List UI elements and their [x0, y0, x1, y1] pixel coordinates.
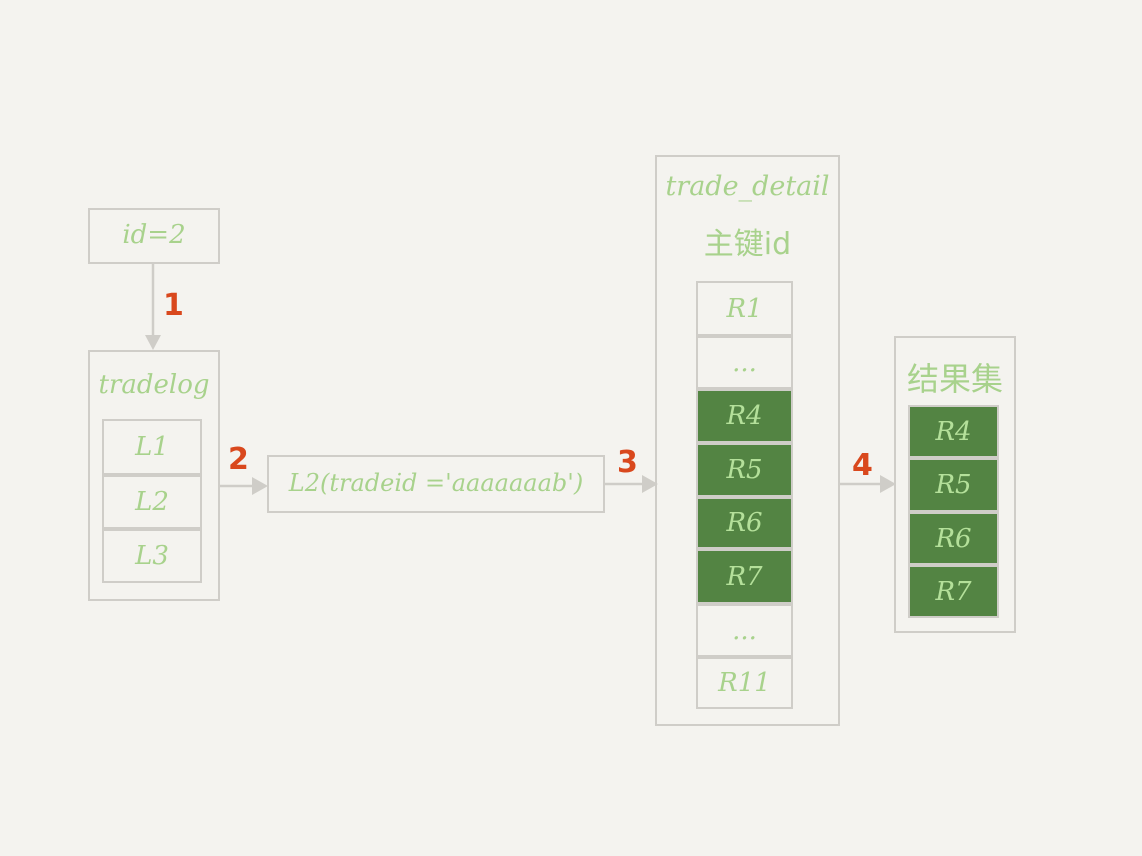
trade-detail-row: ...	[696, 336, 793, 389]
trade-detail-row: R11	[696, 657, 793, 709]
trade-detail-row-highlighted: R6	[696, 497, 793, 549]
id-box: id=2	[88, 208, 220, 264]
condition-box: L2(tradeid ='aaaaaaab')	[267, 455, 605, 513]
trade-detail-title: trade_detail	[665, 171, 830, 202]
step-number-4: 4	[852, 448, 873, 483]
arrow-2-head	[252, 477, 268, 495]
trade-detail-row-highlighted: R7	[696, 549, 793, 604]
tradelog-row: L3	[102, 529, 202, 583]
step-number-2: 2	[228, 442, 249, 477]
result-title: 结果集	[906, 360, 1003, 398]
step-number-3: 3	[617, 445, 638, 480]
id-box-label: id=2	[122, 220, 186, 250]
trade-detail-row-highlighted: R5	[696, 443, 793, 497]
result-row: R4	[908, 405, 999, 458]
result-box: 结果集	[894, 336, 1016, 633]
trade-detail-row: ...	[696, 604, 793, 657]
arrow-1-head	[145, 335, 161, 350]
step-number-1: 1	[163, 288, 184, 323]
result-row: R6	[908, 512, 999, 565]
trade-detail-row: R1	[696, 281, 793, 336]
trade-detail-box: trade_detail 主键id	[655, 155, 840, 726]
tradelog-row: L2	[102, 475, 202, 529]
arrow-3-head	[642, 475, 658, 493]
result-row: R7	[908, 565, 999, 618]
result-row: R5	[908, 458, 999, 512]
tradelog-title: tradelog	[98, 370, 210, 400]
condition-label: L2(tradeid ='aaaaaaab')	[288, 469, 584, 497]
arrow-4-head	[880, 475, 896, 493]
tradelog-row: L1	[102, 419, 202, 475]
trade-detail-row-highlighted: R4	[696, 389, 793, 443]
tradelog-box: tradelog	[88, 350, 220, 601]
trade-detail-subtitle: 主键id	[703, 227, 792, 262]
